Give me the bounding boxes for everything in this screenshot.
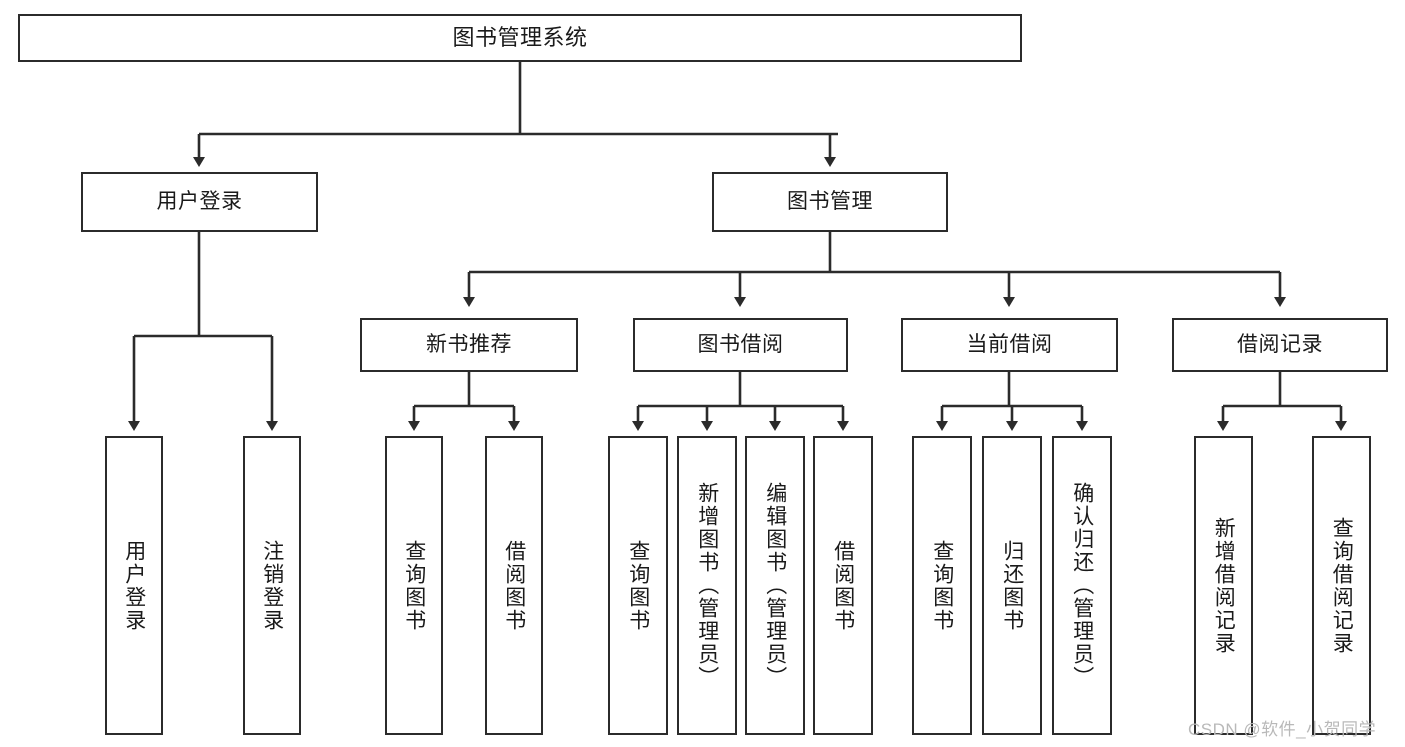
node-root[interactable]: 图书管理系统 <box>18 14 1022 62</box>
node-leaf-add-book-label: 新增图书（管理员） <box>695 482 719 689</box>
node-leaf-add-record[interactable]: 新增借阅记录 <box>1194 436 1253 735</box>
node-leaf-user-login[interactable]: 用户登录 <box>105 436 163 735</box>
node-new-book-rec[interactable]: 新书推荐 <box>360 318 578 372</box>
node-leaf-borrow-book-1-label: 借阅图书 <box>502 539 526 632</box>
node-new-book-rec-label: 新书推荐 <box>426 333 512 357</box>
node-book-manage-label: 图书管理 <box>787 190 873 214</box>
node-leaf-query-book-1[interactable]: 查询图书 <box>385 436 443 735</box>
node-leaf-add-record-label: 新增借阅记录 <box>1212 516 1236 655</box>
node-leaf-borrow-book-2[interactable]: 借阅图书 <box>813 436 873 735</box>
node-book-manage[interactable]: 图书管理 <box>712 172 948 232</box>
node-leaf-query-book-1-label: 查询图书 <box>402 539 426 632</box>
node-leaf-query-book-3-label: 查询图书 <box>930 539 954 632</box>
node-leaf-confirm-return-label: 确认归还（管理员） <box>1070 482 1094 689</box>
node-user-login[interactable]: 用户登录 <box>81 172 318 232</box>
node-leaf-return-book-label: 归还图书 <box>1000 539 1024 632</box>
node-book-borrow[interactable]: 图书借阅 <box>633 318 848 372</box>
node-borrow-record-label: 借阅记录 <box>1237 333 1323 357</box>
node-leaf-edit-book[interactable]: 编辑图书（管理员） <box>745 436 805 735</box>
node-leaf-borrow-book-1[interactable]: 借阅图书 <box>485 436 543 735</box>
node-current-borrow-label: 当前借阅 <box>966 333 1053 357</box>
node-leaf-query-record[interactable]: 查询借阅记录 <box>1312 436 1371 735</box>
watermark-text: CSDN @软件_小贺同学 <box>1188 720 1377 739</box>
node-leaf-add-book[interactable]: 新增图书（管理员） <box>677 436 737 735</box>
node-leaf-logout-label: 注销登录 <box>260 539 284 632</box>
node-user-login-label: 用户登录 <box>156 190 243 214</box>
node-leaf-query-book-3[interactable]: 查询图书 <box>912 436 972 735</box>
node-leaf-query-book-2[interactable]: 查询图书 <box>608 436 668 735</box>
node-leaf-logout[interactable]: 注销登录 <box>243 436 301 735</box>
node-leaf-confirm-return[interactable]: 确认归还（管理员） <box>1052 436 1112 735</box>
node-leaf-return-book[interactable]: 归还图书 <box>982 436 1042 735</box>
node-leaf-user-login-label: 用户登录 <box>122 539 146 632</box>
node-borrow-record[interactable]: 借阅记录 <box>1172 318 1388 372</box>
node-root-label: 图书管理系统 <box>452 24 588 50</box>
node-book-borrow-label: 图书借阅 <box>697 333 784 357</box>
node-leaf-query-record-label: 查询借阅记录 <box>1330 516 1354 655</box>
node-leaf-edit-book-label: 编辑图书（管理员） <box>763 482 787 689</box>
node-leaf-query-book-2-label: 查询图书 <box>626 539 650 632</box>
node-current-borrow[interactable]: 当前借阅 <box>901 318 1118 372</box>
node-leaf-borrow-book-2-label: 借阅图书 <box>831 539 855 632</box>
